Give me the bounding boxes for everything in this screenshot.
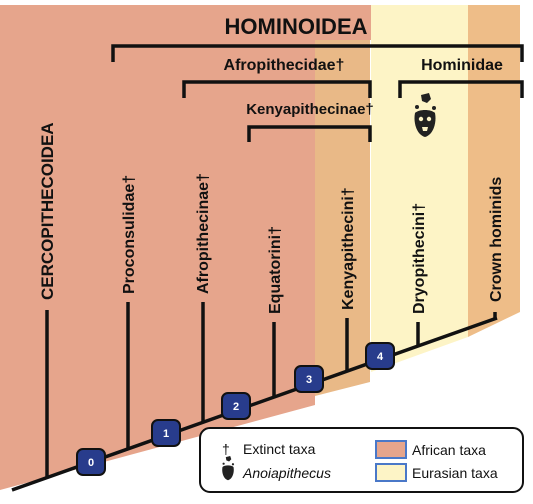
legend-african-label: African taxa [412,442,486,458]
taxon-crown-hominids: Crown hominids [488,177,505,302]
taxon-dryopithecini: Dryopithecini† [411,203,428,314]
legend-eurasian-swatch [376,464,406,481]
node-4: 4 [366,343,394,369]
node-2-label: 2 [233,401,239,413]
taxon-kenyapithecini: Kenyapithecini† [340,187,357,310]
taxon-cercopithecoidea: CERCOPITHECOIDEA [38,122,57,300]
legend-african-swatch [376,441,406,458]
taxon-equatorini: Equatorini† [267,226,284,314]
node-0-label: 0 [88,457,94,469]
taxon-afropithecinae: Afropithecinae† [195,173,212,294]
label-hominidae: Hominidae [421,57,503,74]
node-3: 3 [295,366,323,392]
legend-extinct-symbol: † [222,441,230,457]
legend-anoia-label: Anoiapithecus [242,465,331,481]
node-1: 1 [152,420,180,446]
node-1-label: 1 [163,428,169,440]
label-afropithecidae: Afropithecidae† [224,57,345,74]
label-kenyapithecinae: Kenyapithecinae† [246,101,374,118]
legend-box [200,428,523,492]
region-background [0,5,520,490]
node-4-label: 4 [377,351,384,363]
legend: † Extinct taxa Anoiapithecus African tax… [200,428,523,492]
legend-extinct-label: Extinct taxa [243,441,316,457]
taxon-proconsulidae: Proconsulidae† [121,175,138,294]
node-3-label: 3 [306,374,312,386]
legend-eurasian-label: Eurasian taxa [412,465,498,481]
node-2: 2 [222,393,250,419]
node-0: 0 [77,449,105,475]
title: HOMINOIDEA [225,14,368,39]
